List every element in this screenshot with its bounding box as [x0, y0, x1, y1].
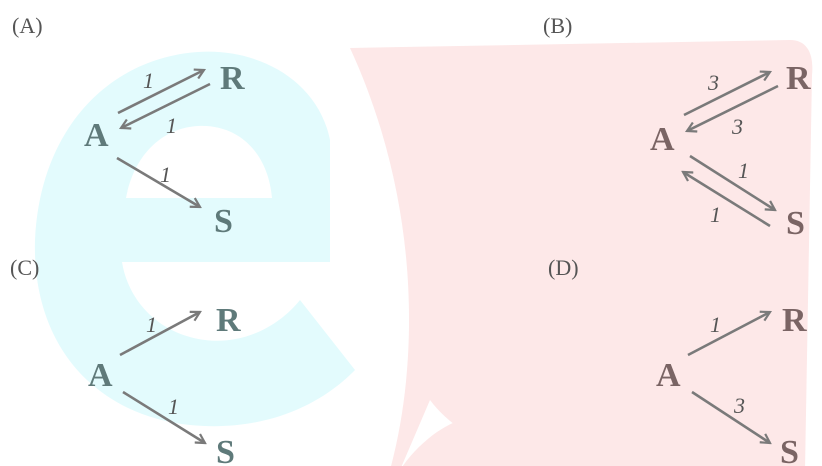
arrow-r-to-a	[687, 84, 779, 131]
option-label: (B)	[543, 13, 572, 38]
option-c: (C) A R S 1 1	[10, 255, 241, 466]
option-b: (B) A R S 3 3 1 1	[543, 13, 811, 242]
option-label: (A)	[12, 13, 43, 38]
rate-a-to-r: 1	[143, 68, 154, 93]
arrow-a-to-r	[117, 70, 204, 115]
node-a: A	[650, 121, 675, 158]
option-label: (D)	[548, 255, 579, 280]
rate-r-to-a: 1	[166, 113, 177, 138]
node-s: S	[214, 203, 233, 240]
arrow-a-to-s	[116, 156, 200, 207]
watermark-logo	[34, 40, 813, 466]
rate-a-to-s: 3	[733, 393, 745, 418]
node-r: R	[216, 302, 241, 339]
rate-s-to-a: 1	[710, 202, 721, 227]
node-r: R	[782, 302, 807, 339]
node-a: A	[656, 357, 681, 394]
rate-a-to-r: 3	[707, 70, 719, 95]
watermark-e-shape	[34, 51, 355, 427]
node-r: R	[786, 60, 811, 97]
rate-r-to-a: 3	[731, 114, 743, 139]
option-label: (C)	[10, 255, 39, 280]
arrow-a-to-r	[687, 312, 770, 357]
rate-a-to-r: 1	[146, 312, 157, 337]
node-s: S	[780, 434, 799, 466]
node-s: S	[786, 205, 805, 242]
arrow-a-to-s	[689, 154, 775, 210]
arrow-a-to-r	[683, 72, 770, 117]
rate-a-to-r: 1	[710, 312, 721, 337]
node-a: A	[88, 357, 113, 394]
rate-a-to-s: 1	[168, 394, 179, 419]
rate-a-to-s: 1	[160, 162, 171, 187]
arrow-r-to-a	[121, 82, 211, 128]
watermark-s-shape	[350, 40, 813, 466]
arrow-a-to-r	[119, 312, 200, 357]
node-s: S	[216, 434, 235, 466]
option-d: (D) A R S 1 3	[548, 255, 807, 466]
arrow-a-to-s	[691, 390, 770, 443]
option-a: (A) A R S 1 1 1	[12, 13, 245, 240]
node-a: A	[84, 117, 109, 154]
arrow-a-to-s	[122, 390, 205, 443]
arrow-s-to-a	[683, 172, 771, 228]
node-r: R	[220, 60, 245, 97]
rate-a-to-s: 1	[738, 158, 749, 183]
